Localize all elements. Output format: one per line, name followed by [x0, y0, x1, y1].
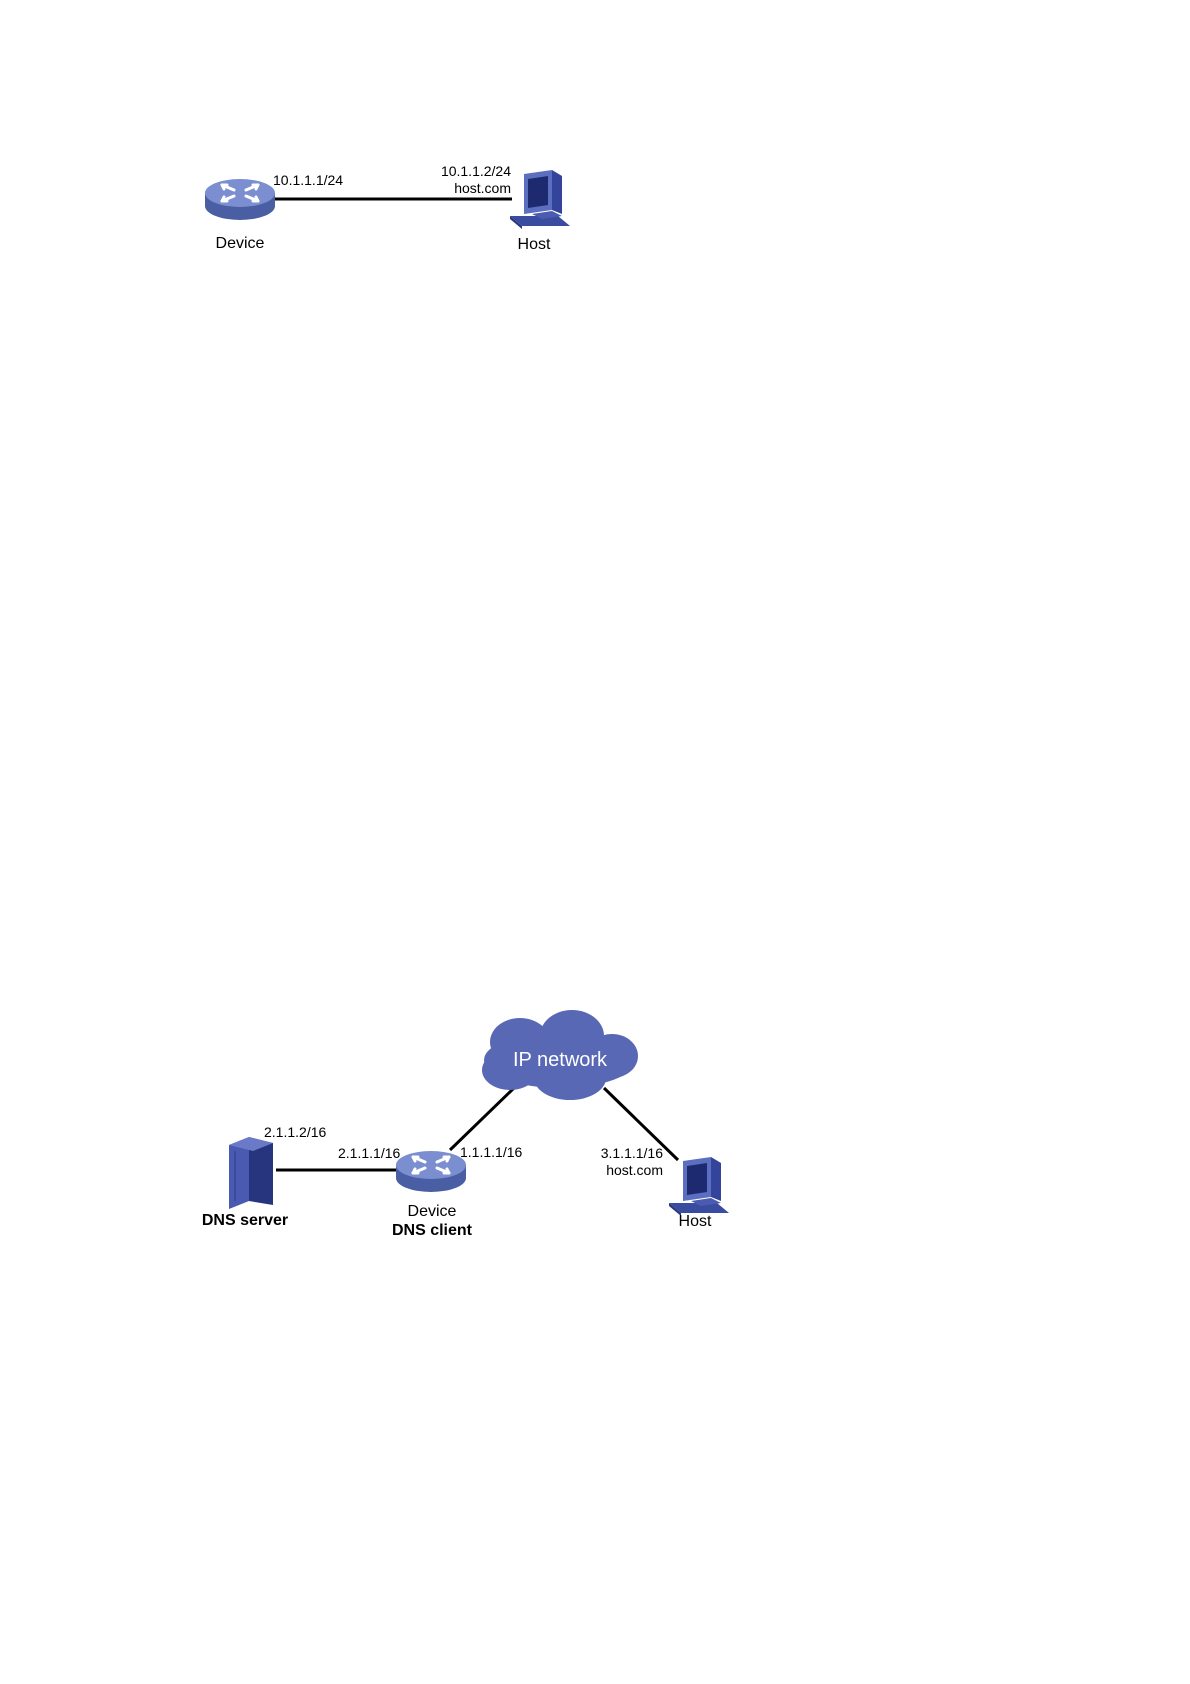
- host-ip-label: 10.1.1.2/24: [441, 163, 511, 179]
- server-icon: [229, 1137, 273, 1209]
- host-ip-label: 3.1.1.1/16: [601, 1145, 663, 1161]
- host-name-label: Host: [679, 1213, 712, 1230]
- dns-server-ip-label: 2.1.1.2/16: [264, 1124, 326, 1140]
- device-name-label: Device: [216, 235, 265, 252]
- figure1: 10.1.1.1/24 Device 10.1.1.2/24 host.com …: [205, 163, 570, 253]
- device-role-label: DNS client: [392, 1222, 473, 1239]
- host-name-label: Host: [518, 236, 551, 253]
- link-device-cloud: [450, 1088, 514, 1150]
- device-ip-left-label: 2.1.1.1/16: [338, 1145, 400, 1161]
- dns-server-name-label: DNS server: [202, 1212, 288, 1229]
- figure2: IP network 2.1.1.2/16 DNS server 2.1.1.1…: [202, 1010, 729, 1239]
- device-ip-right-label: 1.1.1.1/16: [460, 1144, 522, 1160]
- router-icon: [396, 1151, 466, 1192]
- host-domain-label: host.com: [454, 180, 511, 196]
- host-domain-label: host.com: [606, 1162, 663, 1178]
- device-name-label: Device: [408, 1203, 457, 1220]
- pc-icon: [669, 1157, 729, 1216]
- router-icon: [205, 179, 275, 220]
- device-ip-label: 10.1.1.1/24: [273, 172, 343, 188]
- pc-icon: [510, 170, 570, 229]
- cloud-label: IP network: [513, 1049, 608, 1071]
